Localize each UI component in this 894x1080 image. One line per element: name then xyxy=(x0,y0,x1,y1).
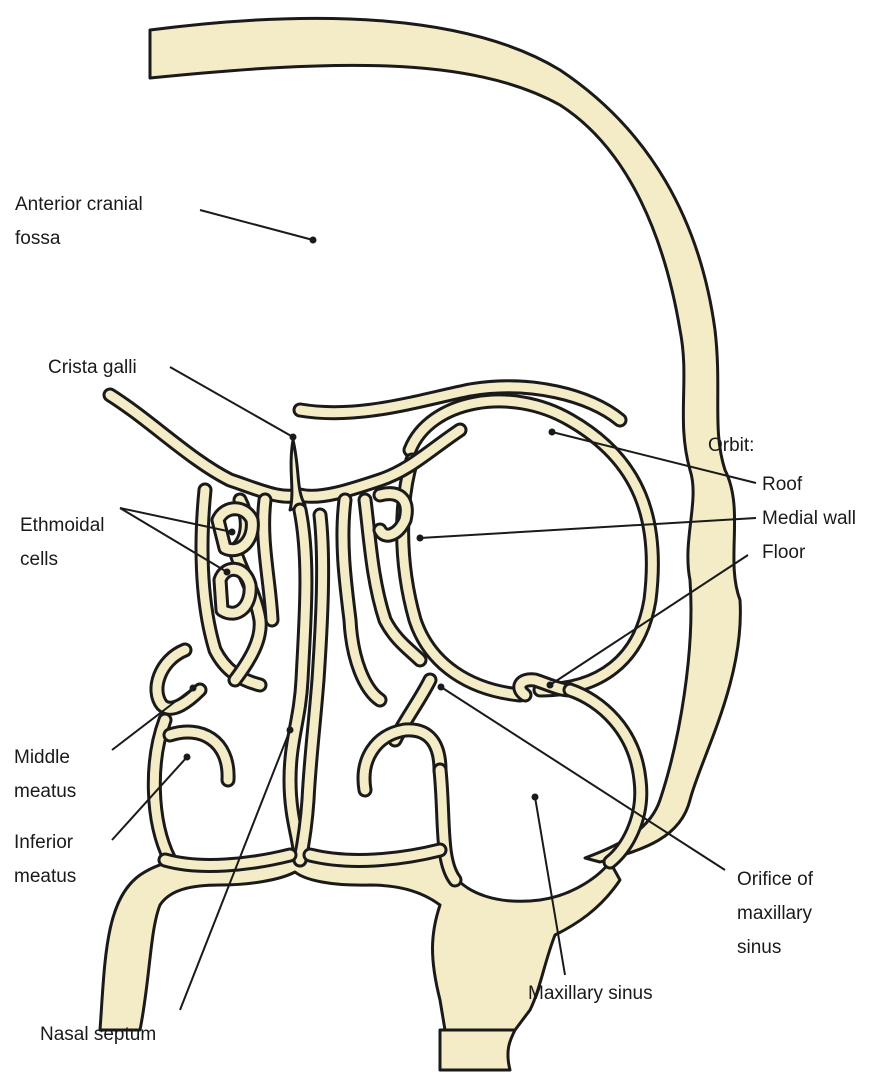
label-maxillary-sinus: Maxillary sinus xyxy=(528,983,653,1004)
label-orifice-2: maxillary xyxy=(737,903,812,924)
label-nasal-septum: Nasal septum xyxy=(40,1024,156,1045)
label-ethmoidal-cells-1: Ethmoidal xyxy=(20,515,105,536)
tooth xyxy=(440,1030,515,1070)
nasal-septum-structure xyxy=(290,510,323,860)
label-orifice-1: Orifice of xyxy=(737,869,814,890)
label-floor: Floor xyxy=(762,542,806,563)
label-anterior-cranial-fossa-1: Anterior cranial xyxy=(15,194,143,215)
label-roof: Roof xyxy=(762,474,803,495)
label-crista-galli: Crista galli xyxy=(48,357,137,378)
label-ethmoidal-cells-2: cells xyxy=(20,549,58,570)
label-middle-meatus-1: Middle xyxy=(14,747,70,768)
label-inferior-meatus-2: meatus xyxy=(14,866,76,887)
label-orifice-3: sinus xyxy=(737,937,781,958)
label-medial-wall: Medial wall xyxy=(762,508,856,529)
label-orbit: Orbit: xyxy=(708,435,754,456)
label-middle-meatus-2: meatus xyxy=(14,781,76,802)
label-anterior-cranial-fossa-2: fossa xyxy=(15,228,61,249)
label-inferior-meatus-1: Inferior xyxy=(14,832,74,853)
